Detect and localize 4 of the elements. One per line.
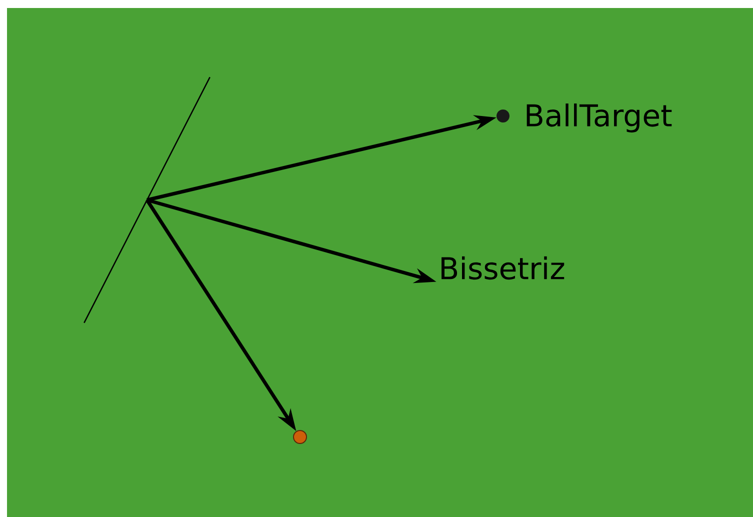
node-label: Bissetriz [442,256,564,280]
target-label: BallTarget [526,104,672,133]
ball-dot [496,110,510,122]
wall-line [84,76,211,324]
